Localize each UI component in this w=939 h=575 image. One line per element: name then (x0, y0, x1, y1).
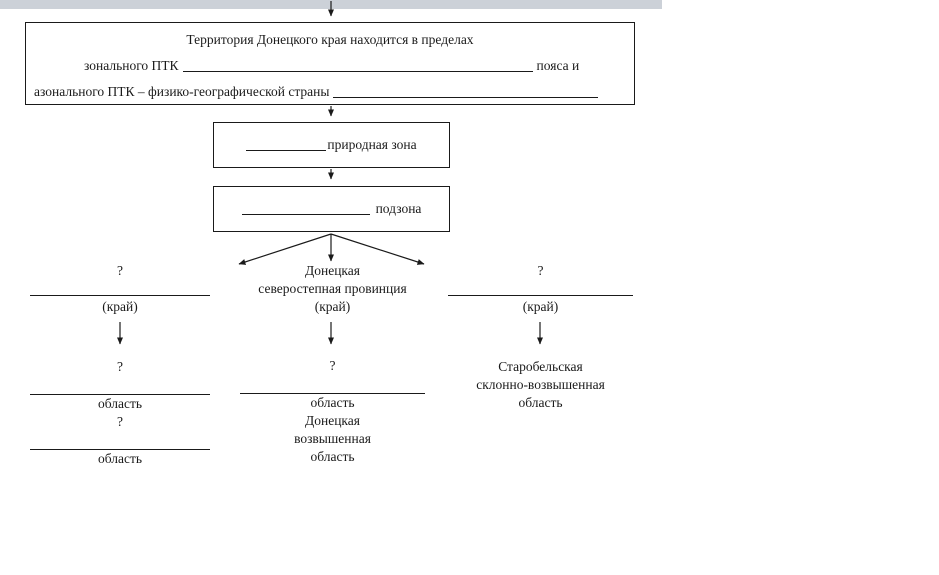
intro-line-1: Территория Донецкого края находится в пр… (186, 32, 474, 47)
blank-zone-name (246, 149, 327, 151)
right-answer-line3: область (518, 395, 563, 410)
right-kray-label: (край) (522, 299, 559, 314)
natural-zone-box: природная зона (213, 122, 450, 168)
middle-oblast-question-mark: ? (329, 358, 336, 373)
left-kray-label: (край) (102, 299, 138, 314)
middle-kray-label: (край) (314, 299, 351, 314)
blank-left-oblast-2 (30, 435, 210, 450)
blank-left-kray (30, 280, 210, 296)
middle-answer-line3: область (310, 449, 355, 464)
left-oblast1-label: область (97, 396, 143, 411)
subzone-box: подзона (213, 186, 450, 232)
fan-arrows (238, 233, 425, 265)
left-oblast1-question-mark: ? (117, 359, 123, 374)
left-question-mark: ? (117, 263, 123, 278)
top-gray-bar (0, 0, 662, 9)
blank-zonal-ptk (182, 70, 533, 72)
left-branch: ? (край) ? область ? область (30, 262, 210, 468)
middle-answer-line1: Донецкая (305, 413, 360, 428)
blank-middle-oblast (240, 379, 425, 394)
zone-label: природная зона (327, 137, 417, 152)
middle-branch: Донецкая северостепная провинция (край) … (240, 262, 425, 466)
right-question-mark: ? (537, 263, 544, 278)
intro-line-3: азонального ПТК – физико-географической … (26, 79, 634, 105)
intro-line-2-tail: пояса и (536, 58, 580, 73)
right-answer-line1: Старобельская (498, 359, 583, 374)
blank-right-kray (448, 280, 633, 296)
blank-azonal-ptk (333, 96, 599, 98)
left-arrow-space (30, 316, 210, 358)
subzone-label: подзона (375, 201, 422, 216)
right-arrow-space (448, 316, 633, 358)
middle-province-title-line2: северостепная провинция (258, 281, 407, 296)
intro-box: Территория Донецкого края находится в пр… (25, 22, 635, 105)
natural-zone-line: природная зона (246, 137, 417, 153)
blank-left-oblast-1 (30, 380, 210, 395)
middle-answer-line2: возвышенная (294, 431, 371, 446)
intro-line-2-label: зонального ПТК (84, 58, 179, 73)
middle-province-title-line1: Донецкая (305, 263, 360, 278)
intro-line-3-label: азонального ПТК – физико-географической … (34, 84, 330, 99)
right-branch: ? (край) Старобельская склонно-возвышенн… (448, 262, 633, 412)
blank-subzone-name (241, 213, 370, 215)
middle-oblast-label: область (310, 395, 355, 410)
left-oblast2-label: область (97, 451, 143, 466)
middle-arrow-space (240, 316, 425, 357)
intro-line-2: зонального ПТК пояса и (26, 53, 634, 79)
subzone-line: подзона (241, 201, 422, 217)
right-answer-line2: склонно-возвышенная (476, 377, 605, 392)
left-oblast2-question-mark: ? (117, 414, 123, 429)
